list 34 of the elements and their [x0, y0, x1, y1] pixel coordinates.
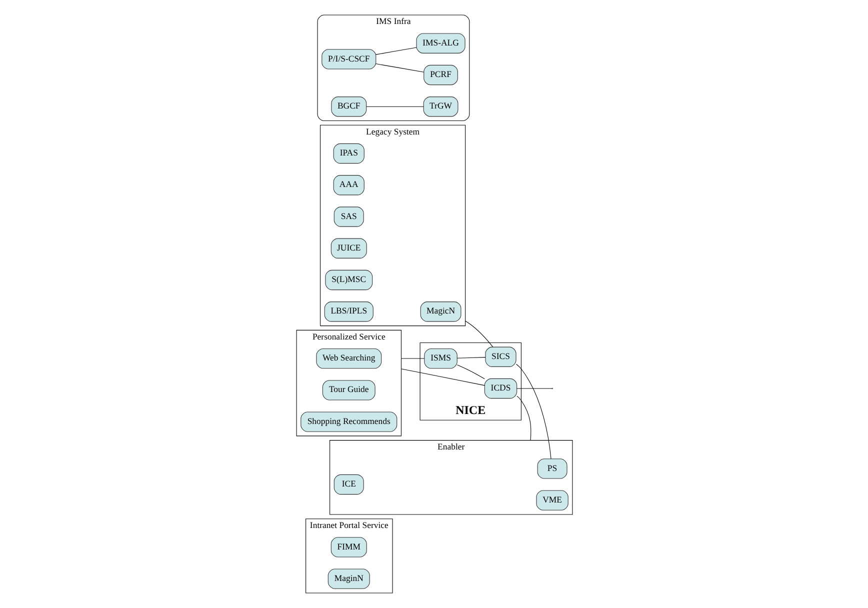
node-box: MagicN: [420, 302, 461, 322]
node-box: AAA: [332, 175, 364, 196]
connector: [515, 364, 551, 460]
node-box: Shopping Recommends: [300, 412, 397, 432]
node-box: ICE: [333, 474, 364, 495]
node-box: SICS: [484, 346, 516, 367]
connector: [400, 368, 484, 386]
node-box: LBS/IPLS: [324, 302, 373, 322]
node-box: P/I/S-CSCF: [321, 49, 376, 70]
node-box: IMS-ALG: [416, 33, 465, 54]
connector: [400, 358, 424, 359]
node-box: MaginN: [327, 568, 370, 589]
node-box: SAS: [333, 206, 364, 227]
node-box: PCRF: [423, 64, 458, 86]
connector: [375, 64, 424, 72]
node-box: Web Searching: [316, 348, 382, 369]
connector: [464, 320, 493, 348]
node-box: FIMM: [330, 537, 366, 558]
connector: [516, 388, 552, 389]
connector: [456, 357, 486, 358]
connector: [375, 47, 416, 55]
node-box: JUICE: [330, 238, 366, 258]
node-box: Tour Guide: [322, 380, 375, 400]
node-box: PS: [536, 458, 567, 479]
node-box: TrGW: [422, 96, 458, 117]
node-box: ICDS: [484, 378, 517, 399]
connector: [366, 106, 424, 107]
connector: [516, 396, 531, 441]
connector: [456, 364, 484, 380]
node-box: S(L)MSC: [324, 270, 372, 290]
node-box: BGCF: [330, 96, 366, 117]
node-box: IPAS: [332, 143, 364, 164]
node-box: ISMS: [424, 348, 457, 369]
node-box: VME: [536, 490, 568, 510]
